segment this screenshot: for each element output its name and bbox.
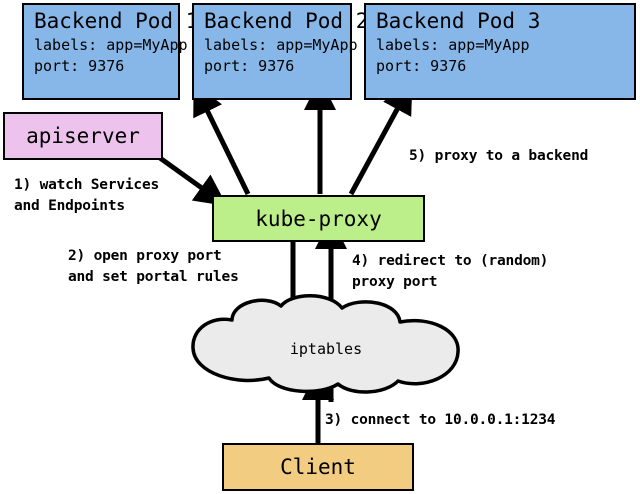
edge-kubeproxy-to-pod-3 [348,81,413,196]
kube-proxy-label: kube-proxy [255,206,382,231]
edge-apiserver-to-kubeproxy [158,155,228,207]
step-5-label: 5) proxy to a backend [409,148,589,164]
backend-pod-3-labels: labels: app=MyApp [376,36,530,54]
iptables-label: iptables [289,340,363,358]
kube-proxy-box[interactable]: kube-proxy [212,195,425,242]
step-3-label: 3) connect to 10.0.0.1:1234 [325,412,556,428]
backend-pod-1-port: port: 9376 [34,57,125,75]
backend-pod-1-title: Backend Pod 1 [34,9,199,33]
backend-pod-3-port: port: 9376 [376,57,467,75]
iptables-cloud-shape [191,294,460,394]
step-4-line-1: 4) redirect to (random) [352,253,549,269]
step-1-line-1: 1) watch Services [14,177,160,193]
backend-pod-1-box[interactable]: Backend Pod 1 labels: app=MyApp port: 93… [22,3,199,100]
backend-pod-2-box[interactable]: Backend Pod 2 labels: app=MyApp port: 93… [192,3,369,100]
backend-pod-2-labels: labels: app=MyApp [204,36,358,54]
apiserver-label: apiserver [26,124,140,148]
step-2-line-2: and set portal rules [68,269,239,285]
backend-pod-2-port: port: 9376 [204,57,295,75]
step-2-line-1: 2) open proxy port [68,248,222,264]
step-1-line-2: and Endpoints [14,198,125,214]
apiserver-box[interactable]: apiserver [3,112,163,160]
backend-pod-1-labels: labels: app=MyApp [34,36,188,54]
client-label: Client [280,455,356,479]
backend-pod-2-title: Backend Pod 2 [204,9,369,33]
client-box[interactable]: Client [222,443,414,491]
step-4-line-2: proxy port [352,274,438,290]
backend-pod-3-box[interactable]: Backend Pod 3 labels: app=MyApp port: 93… [364,3,636,100]
edge-kubeproxy-to-pod-1 [193,82,251,196]
backend-pod-3-title: Backend Pod 3 [376,9,541,33]
